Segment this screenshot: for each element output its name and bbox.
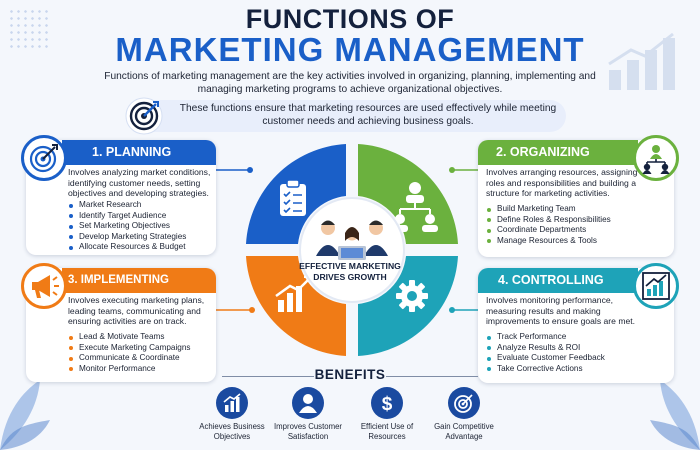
benefit-label: Achieves Business Objectives bbox=[187, 422, 277, 441]
benefit-label-line: Objectives bbox=[213, 431, 251, 441]
list-item: Define Roles & Responsibilities bbox=[486, 215, 611, 226]
note-text: These functions ensure that marketing re… bbox=[179, 103, 557, 127]
benefit-label-line: Improves Customer bbox=[273, 422, 343, 431]
megaphone-icon bbox=[21, 263, 67, 309]
svg-text:$: $ bbox=[382, 394, 393, 415]
planning-title: 1. PLANNING bbox=[62, 140, 216, 165]
target-icon bbox=[448, 387, 480, 419]
benefits-title: BENEFITS bbox=[314, 367, 386, 382]
benefit-item: Achieves Business Objectives bbox=[187, 387, 277, 441]
list-item: Lead & Motivate Teams bbox=[68, 332, 191, 343]
controlling-description: Involves monitoring performance, measuri… bbox=[486, 295, 636, 327]
controlling-title: 4. CONTROLLING bbox=[478, 268, 638, 293]
benefit-item: Gain Competitive Advantage bbox=[419, 387, 509, 441]
benefit-label: Efficient Use of Resources bbox=[342, 422, 432, 441]
list-item: Take Corrective Actions bbox=[486, 364, 605, 375]
bar-chart-icon bbox=[216, 387, 248, 419]
planning-list: Market Research Identify Target Audience… bbox=[68, 200, 186, 253]
planning-description: Involves analyzing market conditions, id… bbox=[68, 167, 211, 199]
benefit-item: Improves Customer Satisfaction bbox=[263, 387, 353, 441]
organizing-title: 2. ORGANIZING bbox=[478, 140, 638, 165]
implementing-list: Lead & Motivate Teams Execute Marketing … bbox=[68, 332, 191, 374]
note-banner: These functions ensure that marketing re… bbox=[125, 97, 566, 135]
list-item: Coordinate Departments bbox=[486, 225, 611, 236]
controlling-list: Track Performance Analyze Results & ROI … bbox=[486, 332, 605, 374]
org-chart-icon bbox=[392, 182, 438, 232]
benefit-label-line: Advantage bbox=[445, 431, 483, 441]
clipboard-icon bbox=[280, 179, 306, 216]
controlling-card: 4. CONTROLLING Involves monitoring perfo… bbox=[478, 263, 679, 383]
benefit-label: Gain Competitive Advantage bbox=[419, 422, 509, 441]
business-team-illustration bbox=[316, 220, 388, 260]
benefit-label-line: Gain Competitive bbox=[434, 422, 494, 431]
benefit-label: Improves Customer Satisfaction bbox=[263, 422, 353, 441]
list-item: Market Research bbox=[68, 200, 186, 211]
organizing-list: Build Marketing Team Define Roles & Resp… bbox=[486, 204, 611, 246]
customer-icon bbox=[292, 387, 324, 419]
benefit-label-line: Achieves Business bbox=[199, 422, 265, 431]
intro-text: Functions of marketing management are th… bbox=[104, 71, 596, 95]
list-item: Manage Resources & Tools bbox=[486, 236, 611, 247]
list-item: Execute Marketing Campaigns bbox=[68, 343, 191, 354]
list-item: Communicate & Coordinate bbox=[68, 353, 191, 364]
divider bbox=[386, 376, 478, 377]
implementing-title: 3. IMPLEMENTING (DIRECTING) bbox=[62, 268, 216, 311]
list-item: Identify Target Audience bbox=[68, 211, 186, 222]
dollar-icon: $ bbox=[371, 387, 403, 419]
center-label: EFFECTIVE MARKETING DRIVES GROWTH bbox=[299, 261, 401, 282]
list-item: Set Marketing Objectives bbox=[68, 221, 186, 232]
list-item: Build Marketing Team bbox=[486, 204, 611, 215]
benefit-label-line: Satisfaction bbox=[287, 431, 329, 441]
implementing-card: 3. IMPLEMENTING (DIRECTING) Involves exe… bbox=[21, 263, 216, 382]
benefit-item: $ Efficient Use of Resources bbox=[342, 387, 432, 441]
gear-icon bbox=[396, 280, 428, 312]
planning-card: 1. PLANNING Involves analyzing market co… bbox=[21, 135, 216, 255]
functions-wheel bbox=[246, 144, 458, 356]
list-item: Develop Marketing Strategies bbox=[68, 232, 186, 243]
divider bbox=[222, 376, 314, 377]
target-icon bbox=[125, 97, 163, 135]
list-item: Evaluate Customer Feedback bbox=[486, 353, 605, 364]
growth-chart-icon bbox=[633, 263, 679, 309]
list-item: Track Performance bbox=[486, 332, 605, 343]
list-item: Allocate Resources & Budget bbox=[68, 242, 186, 253]
target-icon bbox=[21, 135, 67, 181]
organizing-description: Involves arranging resources, assigning … bbox=[486, 167, 638, 199]
list-item: Monitor Performance bbox=[68, 364, 191, 375]
list-item: Analyze Results & ROI bbox=[486, 343, 605, 354]
leaf-decoration bbox=[650, 380, 700, 450]
growth-bars-decoration bbox=[608, 32, 675, 90]
benefit-label-line: Efficient Use of bbox=[360, 422, 414, 431]
dot-pattern-decoration bbox=[8, 8, 48, 48]
benefit-label-line: Resources bbox=[368, 431, 406, 441]
page-title: FUNCTIONS OF bbox=[245, 4, 455, 34]
page-title-main: MARKETING MANAGEMENT bbox=[115, 31, 585, 68]
team-icon bbox=[633, 135, 679, 181]
implementing-description: Involves executing marketing plans, lead… bbox=[68, 295, 205, 327]
organizing-card: 2. ORGANIZING Involves arranging resourc… bbox=[478, 135, 679, 257]
leaf-decoration bbox=[0, 380, 50, 450]
